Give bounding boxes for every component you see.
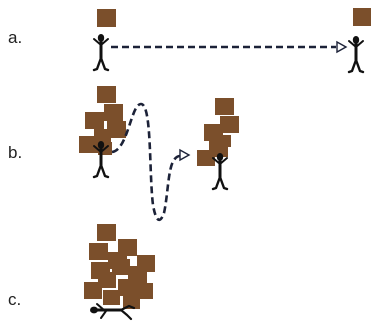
box-icon xyxy=(84,282,102,299)
box-icon xyxy=(97,224,116,241)
box-icon xyxy=(215,98,234,115)
scenario-c-label: c. xyxy=(8,290,22,309)
scenario-b-label: b. xyxy=(8,143,23,162)
scenario-c-box-pile xyxy=(84,224,155,309)
box-icon xyxy=(218,135,231,147)
arrowhead-icon xyxy=(336,40,348,54)
box-icon xyxy=(128,266,147,283)
box-icon xyxy=(98,272,116,288)
scenario-a-label: a. xyxy=(8,28,23,47)
box-icon xyxy=(97,86,116,103)
box-icon xyxy=(118,279,137,296)
box-icon xyxy=(104,104,123,121)
box-icon xyxy=(136,283,153,299)
arrowhead-icon xyxy=(179,148,191,162)
box-icon xyxy=(353,8,371,26)
scenario-c xyxy=(84,224,155,321)
box-icon xyxy=(97,9,116,27)
scenario-a-end-carrier xyxy=(347,8,371,74)
scenario-b-start-carrier xyxy=(79,86,126,179)
scenario-b-end-carrier xyxy=(197,98,239,191)
person-icon xyxy=(347,34,365,74)
winding-path-b xyxy=(111,102,181,222)
scenario-a-start-carrier xyxy=(92,9,116,72)
box-icon xyxy=(123,295,140,309)
box-icon xyxy=(197,150,215,166)
box-icon xyxy=(220,116,239,133)
collapsed-person-icon xyxy=(90,303,136,321)
box-icon xyxy=(79,136,98,153)
scenario-b xyxy=(79,86,239,222)
box-icon xyxy=(107,121,126,138)
box-icon xyxy=(94,129,111,145)
box-icon xyxy=(112,259,130,275)
person-icon xyxy=(92,32,110,72)
person-icon xyxy=(211,151,229,191)
box-icon xyxy=(89,243,108,260)
box-icon xyxy=(118,239,137,256)
scenario-a xyxy=(92,8,371,74)
box-icon xyxy=(85,112,104,129)
box-icon xyxy=(103,290,120,305)
